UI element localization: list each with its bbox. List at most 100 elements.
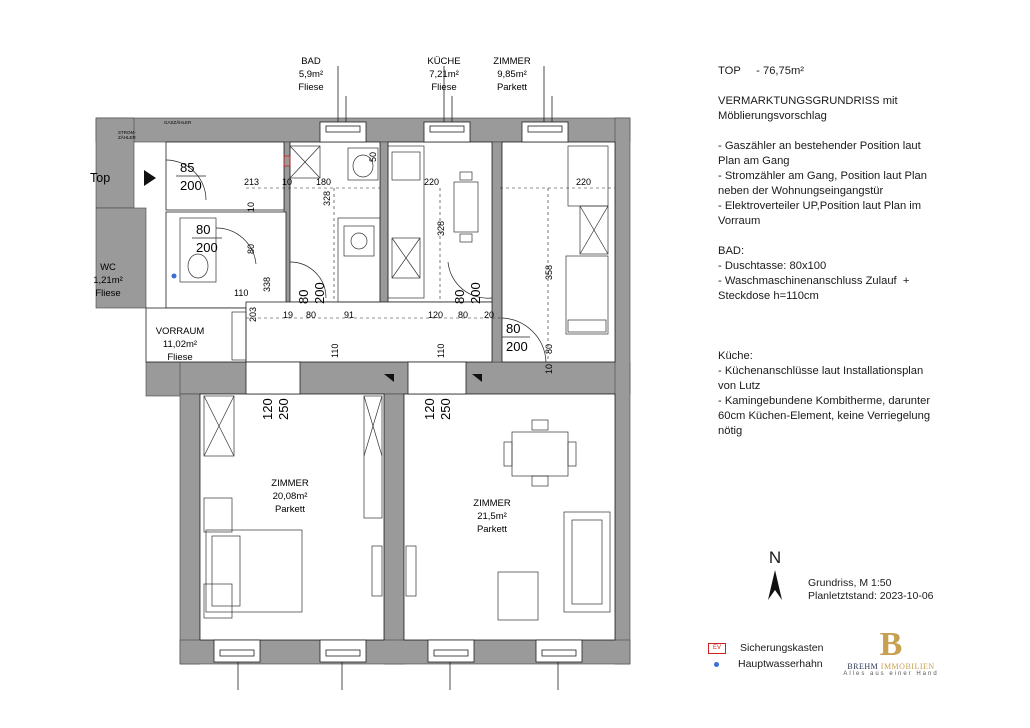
sofa xyxy=(563,511,611,613)
armchair xyxy=(497,571,539,621)
water-legend-icon xyxy=(714,661,719,667)
measurements: 213 10 180 220 220 110 19 80 91 120 80 2… xyxy=(234,177,591,320)
door-entry-w: 85 xyxy=(180,160,194,175)
stromzaehler-label: STROM-ZÄHLER xyxy=(118,130,137,140)
svg-text:180: 180 xyxy=(316,177,331,187)
zimmer-top-name: ZIMMER xyxy=(493,56,531,67)
gaszaehler-label: GASZÄHLER xyxy=(164,119,192,125)
notes-panel: TOP - 76,75m² VERMARKTUNGSGRUNDRISS mit … xyxy=(718,64,1018,439)
svg-text:80: 80 xyxy=(458,310,468,320)
plan-date: Planletztstand: 2023-10-06 xyxy=(808,590,934,602)
logo-name-1: BREHM xyxy=(847,662,879,671)
door-wc-w: 80 xyxy=(196,222,210,237)
svg-text:10: 10 xyxy=(246,202,256,212)
door-swings xyxy=(165,159,547,363)
door-zimmer-top-h: 200 xyxy=(506,339,528,354)
zimmer-right-floor: Parkett xyxy=(477,524,507,535)
ev-legend-icon: EV xyxy=(708,642,726,654)
bad-name: BAD xyxy=(301,56,321,67)
svg-text:213: 213 xyxy=(244,177,259,187)
wc-area: 1,21m² xyxy=(93,275,123,286)
kitchen-table xyxy=(453,181,479,233)
note-line: - Waschmaschinenanschluss Zulauf + xyxy=(718,275,910,287)
svg-text:328: 328 xyxy=(436,221,446,236)
zimmer-right-name: ZIMMER xyxy=(473,498,511,509)
kueche-floor: Fliese xyxy=(431,82,456,93)
svg-text:110: 110 xyxy=(330,344,340,358)
svg-text:10: 10 xyxy=(544,364,554,374)
water-valve-icon xyxy=(171,273,177,279)
svg-text:91: 91 xyxy=(344,310,354,320)
measurements-vertical: 50 328 328 358 10 80 338 203 110 110 80 … xyxy=(246,152,554,374)
svg-text:220: 220 xyxy=(576,177,591,187)
note-line: Vorraum xyxy=(718,215,761,227)
door-entry-h: 200 xyxy=(180,178,202,193)
notes-lines: - Gaszähler an bestehender Position laut… xyxy=(718,139,1018,439)
door-zimmer-left-w: 120 xyxy=(260,398,275,420)
zimmer-right-area: 21,5m² xyxy=(477,511,507,522)
note-line: neben der Wohnungseingangstür xyxy=(718,185,884,197)
svg-text:328: 328 xyxy=(322,191,332,206)
zimmer-left-floor: Parkett xyxy=(275,504,305,515)
svg-text:110: 110 xyxy=(436,344,446,358)
door-zimmer-right-w: 120 xyxy=(422,398,437,420)
svg-text:110: 110 xyxy=(234,288,248,298)
wardrobe-left xyxy=(203,395,235,457)
room-interiors xyxy=(145,141,616,641)
note-line xyxy=(718,229,1018,244)
legend: EV Sicherungskasten Hauptwasserhahn xyxy=(708,640,823,672)
note-line: 60cm Küchen-Element, keine Verriegelung xyxy=(718,410,931,422)
note-line: von Lutz xyxy=(718,380,761,392)
room-labels: BAD 5,9m² Fliese KÜCHE 7,21m² Fliese ZIM… xyxy=(93,56,531,535)
logo-mark: B xyxy=(879,626,903,663)
top-label: Top xyxy=(90,171,110,185)
svg-text:220: 220 xyxy=(424,177,439,187)
note-line: - Kamingebundene Kombitherme, darunter xyxy=(718,395,931,407)
note-line: Plan am Gang xyxy=(718,155,790,167)
axis-dashes xyxy=(246,187,615,360)
note-line: - Gaszähler an bestehender Position laut xyxy=(718,140,921,152)
note-line: - Küchenanschlüsse laut Installationspla… xyxy=(718,365,924,377)
zimmer-top-area: 9,85m² xyxy=(497,69,527,80)
svg-text:20: 20 xyxy=(484,310,494,320)
zimmer-left-name: ZIMMER xyxy=(271,478,309,489)
zimmer-left-area: 20,08m² xyxy=(273,491,308,502)
notes-heading: VERMARKTUNGSGRUNDRISS mit xyxy=(718,95,898,107)
svg-text:80: 80 xyxy=(246,244,256,254)
wc-fixtures xyxy=(179,217,217,283)
svg-text:50: 50 xyxy=(368,152,378,162)
svg-text:80: 80 xyxy=(544,344,554,354)
bad-floor: Fliese xyxy=(298,82,323,93)
note-line: - Duschtasse: 80x100 xyxy=(718,260,827,272)
note-line: - Stromzähler am Gang, Position laut Pla… xyxy=(718,170,927,182)
sign-marker-icon xyxy=(384,374,394,382)
entry-arrow-icon xyxy=(144,170,156,186)
legend-sicherung: EV Sicherungskasten xyxy=(708,640,823,656)
bad-area: 5,9m² xyxy=(299,69,323,80)
logo-name-2: IMMOBILIEN xyxy=(878,662,935,671)
svg-text:10: 10 xyxy=(282,177,292,187)
note-line xyxy=(718,334,1018,349)
legend-wasser: Hauptwasserhahn xyxy=(708,656,823,672)
vorraum-area: 11,02m² xyxy=(163,339,197,350)
door-bad-h: 200 xyxy=(312,282,327,304)
door-kueche-w: 80 xyxy=(452,290,467,304)
note-line: Steckdose h=110cm xyxy=(718,290,819,302)
note-line: nötig xyxy=(718,425,743,437)
svg-text:203: 203 xyxy=(248,307,258,322)
north-arrow-icon xyxy=(768,570,782,600)
vorraum-floor: Fliese xyxy=(167,352,192,363)
note-line: - Elektroverteiler UP,Position laut Plan… xyxy=(718,200,922,212)
wc-name: WC xyxy=(100,262,116,273)
kueche-name: KÜCHE xyxy=(427,56,460,67)
furniture xyxy=(179,145,611,621)
windows xyxy=(213,121,583,663)
notes-title-top: TOP xyxy=(718,65,741,77)
scale-text: Grundriss, M 1:50 xyxy=(808,577,892,589)
door-zimmer-top-w: 80 xyxy=(506,321,520,336)
svg-text:120: 120 xyxy=(428,310,443,320)
note-line: Küche: xyxy=(718,350,753,362)
kueche-area: 7,21m² xyxy=(429,69,459,80)
ev-marker-icon xyxy=(283,155,291,167)
door-bad-w: 80 xyxy=(296,290,311,304)
